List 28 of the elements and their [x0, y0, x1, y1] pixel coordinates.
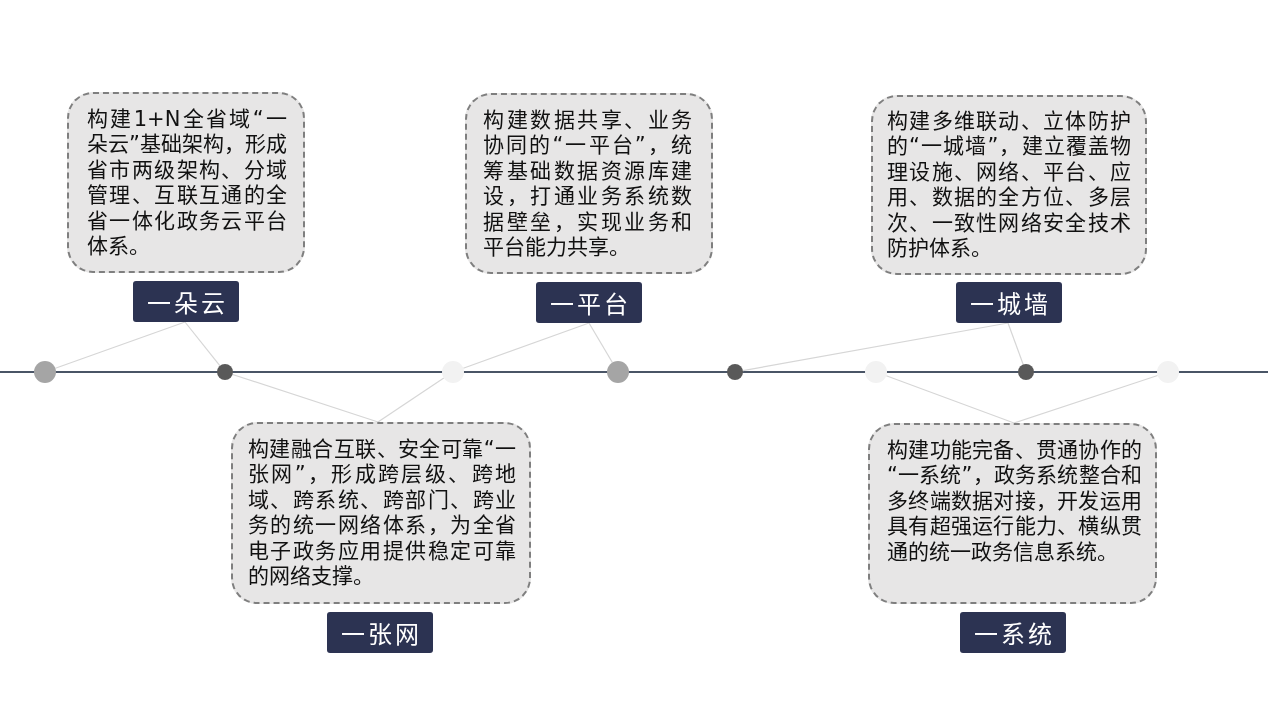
- connector-line: [377, 377, 445, 423]
- connector-line: [1007, 322, 1024, 366]
- heading-tag: 一城墙: [956, 282, 1062, 323]
- timeline-dot: [217, 364, 233, 380]
- connector-line: [54, 321, 186, 369]
- connector-line: [232, 373, 379, 423]
- description-box: 构建融合互联、安全可靠“一张网”，形成跨层级、跨地域、跨系统、跨部门、跨业务的统一网络体系，为全省电子政务应用提供稳定可靠的网络支撑。: [231, 422, 531, 604]
- connector-line: [184, 321, 221, 367]
- timeline-dot: [1157, 361, 1179, 383]
- timeline-dot: [865, 361, 887, 383]
- heading-tag: 一平台: [536, 282, 642, 323]
- timeline-dot: [34, 361, 56, 383]
- description-box: 构建1+N全省域“一朵云”基础架构，形成省市两级架构、分域管理、互联互通的全省一体化政务云平台体系。: [67, 92, 305, 273]
- description-box: 构建多维联动、立体防护的“一城墙”，建立覆盖物理设施、网络、平台、应用、数据的全方位、多层次、一致性网络安全技术防护体系。: [871, 95, 1147, 275]
- timeline-dot: [607, 361, 629, 383]
- connector-line: [462, 322, 590, 369]
- heading-tag: 一朵云: [133, 281, 239, 322]
- description-box: 构建功能完备、贯通协作的“一系统”，政务系统整合和多终端数据对接，开发运用具有超强运行能力、横纵贯通的统一政务信息系统。: [868, 423, 1157, 604]
- connector-line: [1013, 374, 1159, 424]
- connector-line: [588, 322, 613, 364]
- timeline-dot: [727, 364, 743, 380]
- timeline-dot: [1018, 364, 1034, 380]
- connector-line: [885, 375, 1015, 424]
- heading-tag: 一张网: [327, 612, 433, 653]
- connector-line: [742, 322, 1009, 372]
- timeline-dot: [442, 361, 464, 383]
- description-box: 构建数据共享、业务协同的“一平台”，统筹基础数据资源库建设，打通业务系统数据壁垒，实现业务和平台能力共享。: [465, 93, 713, 274]
- heading-tag: 一系统: [960, 612, 1066, 653]
